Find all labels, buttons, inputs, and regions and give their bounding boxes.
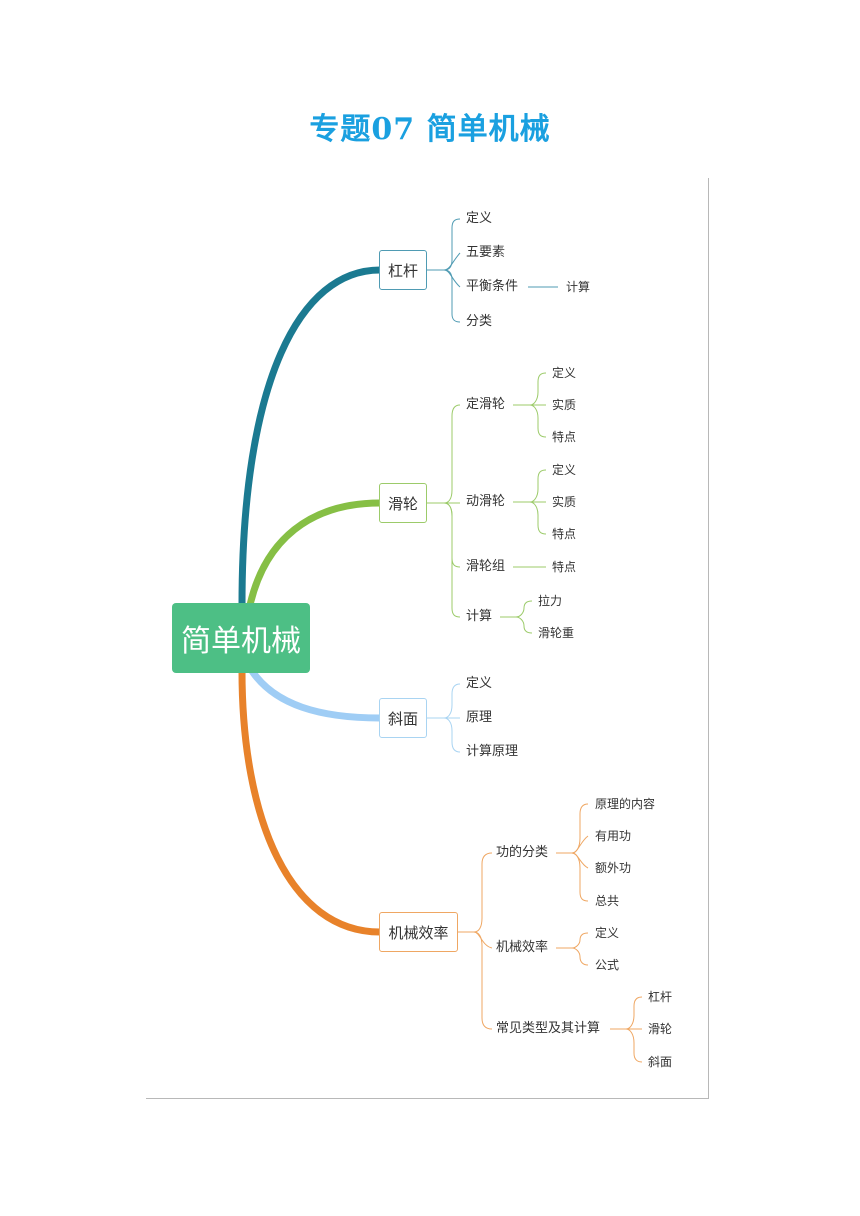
incline-item: 定义 xyxy=(466,676,493,691)
pulley-block-item: 特点 xyxy=(552,560,577,574)
work-item: 总共 xyxy=(595,894,620,908)
work-item: 额外功 xyxy=(595,861,632,875)
incline-item: 计算原理 xyxy=(466,744,519,759)
eff-item: 公式 xyxy=(595,958,620,972)
branch-lever: 杠杆 xyxy=(379,250,427,290)
root-node: 简单机械 xyxy=(172,603,310,673)
branch-incline: 斜面 xyxy=(379,698,427,738)
pulley-movable-item: 定义 xyxy=(552,463,577,477)
lever-item: 平衡条件 xyxy=(466,279,519,294)
pulley-movable-item: 特点 xyxy=(552,527,577,541)
lever-item: 定义 xyxy=(466,211,493,226)
pulley-block: 滑轮组 xyxy=(466,559,506,574)
connector-lever xyxy=(238,266,384,609)
pulley-movable: 动滑轮 xyxy=(466,494,506,509)
page-title: 专题07 简单机械 xyxy=(309,112,551,147)
pulley-calc-item: 滑轮重 xyxy=(538,626,575,640)
pulley-movable-item: 实质 xyxy=(552,495,577,509)
types-item: 滑轮 xyxy=(648,1022,673,1036)
pulley-calc: 计算 xyxy=(466,609,493,624)
types-item: 杠杆 xyxy=(648,990,673,1004)
eff-item: 定义 xyxy=(595,926,620,940)
lever-balance-calc: 计算 xyxy=(566,280,591,294)
efficiency-eff: 机械效率 xyxy=(496,940,549,955)
incline-item: 原理 xyxy=(466,710,493,725)
connector-incline xyxy=(248,667,384,722)
pulley-calc-item: 拉力 xyxy=(538,594,563,608)
work-item: 有用功 xyxy=(595,829,632,843)
branch-efficiency: 机械效率 xyxy=(379,912,458,952)
pulley-fixed-item: 特点 xyxy=(552,430,577,444)
pulley-fixed-item: 实质 xyxy=(552,398,577,412)
branch-pulley: 滑轮 xyxy=(379,483,427,523)
work-item: 原理的内容 xyxy=(595,797,656,811)
lever-item: 五要素 xyxy=(466,245,506,260)
efficiency-types: 常见类型及其计算 xyxy=(496,1021,601,1036)
types-item: 斜面 xyxy=(648,1055,673,1069)
lever-item: 分类 xyxy=(466,314,493,329)
efficiency-work: 功的分类 xyxy=(496,845,549,860)
pulley-fixed: 定滑轮 xyxy=(466,397,506,412)
connector-pulley xyxy=(246,499,384,609)
connector-efficiency xyxy=(238,667,384,936)
pulley-fixed-item: 定义 xyxy=(552,366,577,380)
mindmap-frame xyxy=(146,178,709,1099)
